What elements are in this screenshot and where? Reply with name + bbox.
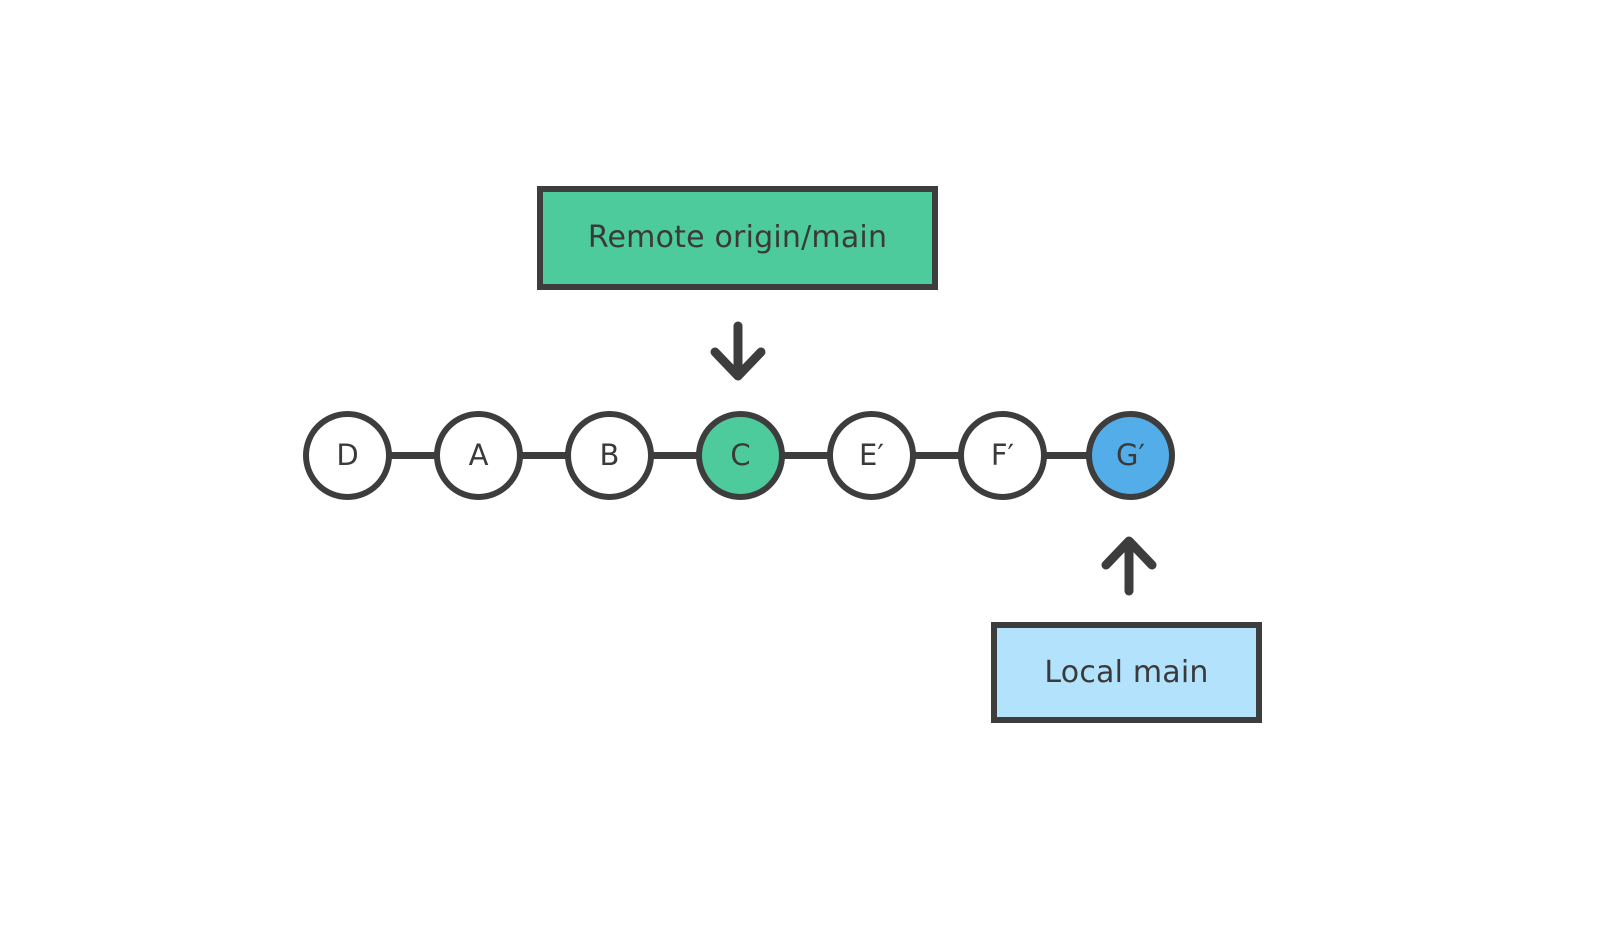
commit-node-label: C	[730, 438, 751, 472]
commit-node-a[interactable]: A	[434, 411, 523, 500]
local-pointer-arrow-up	[1098, 533, 1160, 597]
commit-node-d[interactable]: D	[303, 411, 392, 500]
commit-connector	[1042, 452, 1094, 459]
local-branch-label-box: Local main	[991, 622, 1262, 723]
commit-connector	[911, 452, 963, 459]
commit-node-f-prime[interactable]: F′	[958, 411, 1047, 500]
commit-connector	[780, 452, 832, 459]
commit-connector	[649, 452, 701, 459]
commit-node-label: E′	[859, 438, 884, 472]
remote-branch-label-text: Remote origin/main	[587, 220, 888, 255]
commit-connector	[518, 452, 570, 459]
remote-branch-label-box: Remote origin/main	[537, 186, 938, 290]
commit-node-label: F′	[990, 438, 1015, 472]
commit-node-label: D	[336, 438, 359, 472]
remote-pointer-arrow-down	[707, 320, 769, 384]
commit-connector	[387, 452, 439, 459]
commit-node-label: A	[468, 438, 489, 472]
commit-node-e-prime[interactable]: E′	[827, 411, 916, 500]
commit-node-b[interactable]: B	[565, 411, 654, 500]
commit-node-g-prime[interactable]: G′	[1086, 411, 1175, 500]
commit-node-label: G′	[1115, 438, 1146, 472]
commit-chain: D A B C E′ F′ G′	[303, 411, 1175, 501]
commit-node-label: B	[599, 438, 620, 472]
local-branch-label-text: Local main	[1044, 654, 1209, 690]
commit-node-c[interactable]: C	[696, 411, 785, 500]
